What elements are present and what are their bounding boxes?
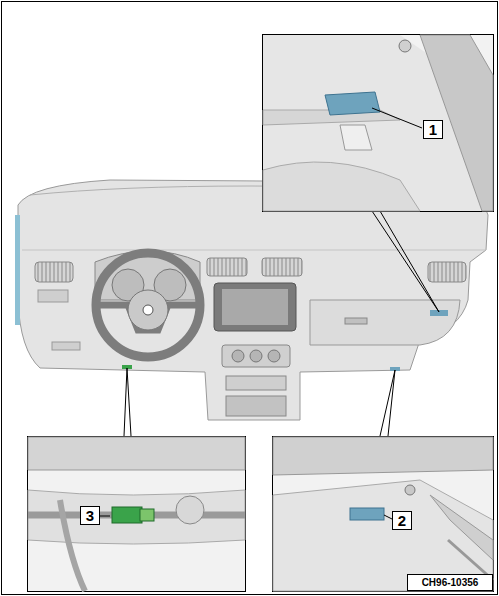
callout-number: 2 [392, 511, 412, 530]
callout-number: 1 [423, 120, 443, 139]
callout-number: 3 [80, 506, 100, 525]
figure-code: CH96-10356 [407, 574, 493, 591]
